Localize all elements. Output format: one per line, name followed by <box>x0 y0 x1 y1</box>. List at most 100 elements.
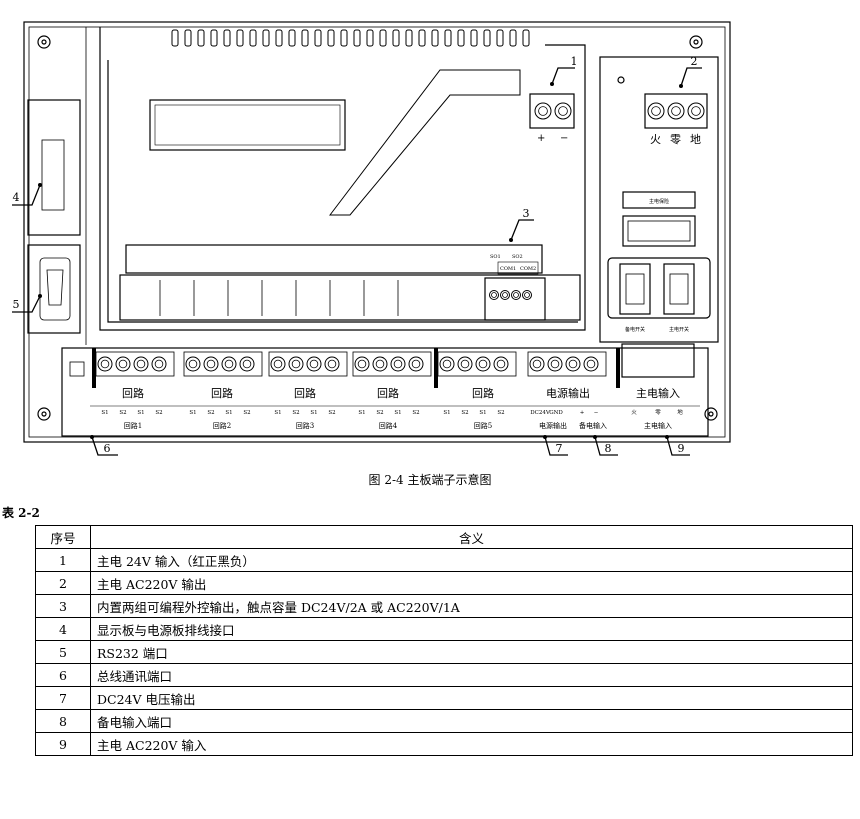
backup-power-switch[interactable] <box>619 263 651 315</box>
table-header-row: 序号 含义 <box>35 525 853 549</box>
pin-label: S2 <box>328 410 335 416</box>
terminal-screw <box>687 102 705 120</box>
pin-label: GND <box>549 410 563 416</box>
vent-slot <box>444 29 452 47</box>
pin-label: S2 <box>243 410 250 416</box>
callout-number: 3 <box>523 207 530 220</box>
pin-label: S2 <box>376 410 383 416</box>
vent-slot <box>184 29 192 47</box>
row-no: 1 <box>35 548 91 572</box>
callout-arrow-head <box>38 294 42 298</box>
terminal-screw <box>221 356 237 372</box>
vent-slot <box>366 29 374 47</box>
ac-terminal-live: 火 <box>650 133 661 146</box>
row-no: 4 <box>35 617 91 641</box>
pin-label: 零 <box>655 409 661 416</box>
rs232-connector-5 <box>27 244 81 334</box>
power-polarity-plus: + <box>537 133 545 144</box>
callout-number: 1 <box>571 55 578 68</box>
callout-arrow <box>510 219 534 241</box>
terminal-screw-head <box>136 359 146 369</box>
row-meaning: 总线通讯端口 <box>90 663 853 687</box>
callout-number: 7 <box>556 442 563 455</box>
row-no: 6 <box>35 663 91 687</box>
row-meaning: DC24V 电压输出 <box>90 686 853 710</box>
terminal-screw-head <box>291 359 301 369</box>
terminal-group-label: 回路 <box>377 387 399 400</box>
vent-slot <box>379 29 387 47</box>
pin-label: S1 <box>394 410 401 416</box>
terminal-screw-head <box>206 359 216 369</box>
relay-output-terminal <box>484 277 546 321</box>
terminal-screw <box>534 102 552 120</box>
row-no: 7 <box>35 686 91 710</box>
pin-label: 火 <box>631 410 637 416</box>
callout-number: 9 <box>678 442 685 455</box>
ac-output-terminal <box>644 93 708 129</box>
callout-arrow-head <box>38 183 42 187</box>
row-meaning: 备电输入端口 <box>90 709 853 733</box>
ac-terminal-neutral: 零 <box>670 133 681 146</box>
terminal-screw <box>529 356 545 372</box>
display-panel-outline <box>99 27 586 331</box>
terminal-block <box>95 351 175 377</box>
mounting-hole <box>37 35 51 49</box>
terminal-screw <box>475 356 491 372</box>
terminal-screw <box>408 356 424 372</box>
vent-slot <box>483 29 491 47</box>
relay-com2-label: COM2 <box>520 266 536 272</box>
pin-label: − <box>594 410 599 416</box>
terminal-block <box>437 351 517 377</box>
pin-label: S1 <box>137 410 144 416</box>
vent-slot <box>236 29 244 47</box>
terminal-screw <box>133 356 149 372</box>
terminal-screw-head <box>586 359 596 369</box>
backup-switch-label: 备电开关 <box>625 326 645 333</box>
callout-number: 2 <box>691 55 698 68</box>
terminal-screw <box>647 102 665 120</box>
terminal-screw-head <box>651 106 661 116</box>
terminal-screw <box>372 356 388 372</box>
terminal-screw <box>547 356 563 372</box>
pin-label: S1 <box>443 410 450 416</box>
power-polarity-minus: − <box>560 133 568 144</box>
right-panel <box>599 56 719 343</box>
terminal-screw-head <box>491 292 497 298</box>
callout-arrow-head <box>665 435 669 439</box>
terminal-screw-head <box>273 359 283 369</box>
pin-label: DC24V <box>530 410 551 416</box>
relay-so2-label: SO2 <box>512 254 523 260</box>
pin-label: S2 <box>207 410 214 416</box>
terminal-group-label: 回路 <box>294 387 316 400</box>
terminal-screw <box>667 102 685 120</box>
pin-label: 地 <box>677 408 683 416</box>
terminal-screw <box>500 290 510 300</box>
terminal-screw <box>354 356 370 372</box>
diagonal-divider <box>328 69 521 216</box>
vent-slot <box>210 29 218 47</box>
terminal-screw <box>390 356 406 372</box>
terminal-block <box>527 351 607 377</box>
terminal-screw-head <box>691 106 701 116</box>
vent-slot <box>470 29 478 47</box>
callout-arrow <box>91 436 118 456</box>
terminal-group-label: 主电输入 <box>636 386 680 400</box>
terminal-screw-head <box>242 359 252 369</box>
pin-label: S1 <box>310 410 317 416</box>
pin-label: S2 <box>119 410 126 416</box>
terminal-bottom-label: 备电输入 <box>579 421 607 430</box>
main-input-terminal <box>621 343 695 378</box>
row-meaning: 主电 AC220V 输入 <box>90 732 853 756</box>
terminal-screw <box>565 356 581 372</box>
terminal-block <box>183 351 263 377</box>
dc24v-input-terminal <box>529 93 575 129</box>
terminal-screw <box>288 356 304 372</box>
terminal-screw <box>239 356 255 372</box>
vent-slot <box>262 29 270 47</box>
main-power-switch[interactable] <box>663 263 695 315</box>
pin-label: S2 <box>412 410 419 416</box>
mainboard-terminal-diagram: + − 火 零 地 主电保险 SO1 SO2 COM1 COM2 备电开关 主电… <box>12 21 731 456</box>
